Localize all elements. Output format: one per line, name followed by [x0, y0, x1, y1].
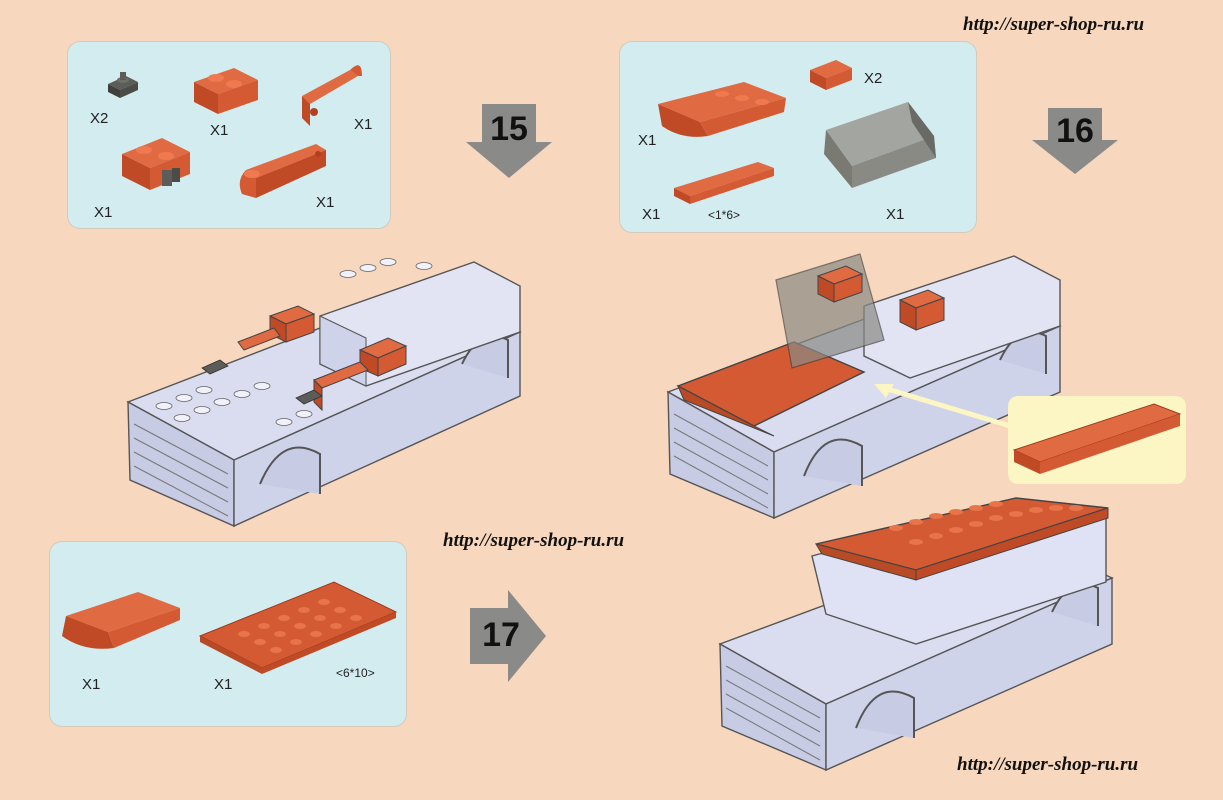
right-arrow-icon: [470, 590, 546, 682]
qty-label: X1: [214, 676, 233, 693]
step-17-arrow: 17: [470, 590, 546, 682]
down-arrow-icon: [1032, 108, 1118, 174]
step-number: 17: [482, 616, 520, 654]
qty-label: X1: [638, 132, 657, 149]
step-16-parts-panel: X1 X2 X1 <1*6> X1: [620, 42, 976, 232]
watermark-bottom: http://super-shop-ru.ru: [957, 754, 1139, 775]
qty-label: X2: [864, 70, 883, 87]
qty-label: X1: [886, 206, 905, 223]
down-arrow-icon: [466, 104, 552, 178]
watermark-middle: http://super-shop-ru.ru: [443, 530, 625, 551]
qty-label: X2: [90, 110, 109, 127]
clip-plate-brick: [108, 72, 138, 98]
dimension-label: <1*6>: [708, 208, 741, 222]
windscreen-trans-black: [824, 102, 936, 188]
plate-6x10-red: [198, 581, 398, 674]
curved-slope-brick: [302, 65, 362, 126]
plate-1x6-red: [1012, 403, 1182, 474]
step-16-arrow: 16: [1030, 108, 1120, 174]
callout-pointer-arrow: [874, 384, 1011, 429]
step-17-truck-model: [718, 497, 1114, 772]
qty-label: X1: [354, 116, 373, 133]
plate-callout-box: [1008, 396, 1186, 484]
brick-1x2-red: [194, 68, 258, 114]
qty-label: X1: [82, 676, 101, 693]
qty-label: X1: [316, 194, 335, 211]
dimension-label: <6*10>: [336, 666, 375, 680]
curved-slope-brick: [239, 144, 326, 198]
step-16-truck-model: [666, 253, 1062, 520]
step-number: 15: [490, 110, 528, 148]
qty-label: X1: [94, 204, 113, 221]
qty-label: X1: [210, 122, 229, 139]
curved-slope-4x6-red: [62, 592, 180, 649]
step-17-parts-panel: X1 X1 <6*10>: [50, 542, 406, 726]
plate-1x6-red: [674, 162, 774, 204]
step-15-truck-model: [126, 258, 522, 528]
brick-1x2-red: [810, 60, 852, 90]
brick-with-clip-red: [122, 138, 190, 190]
step-15-arrow: 15: [464, 104, 554, 178]
watermark-top: http://super-shop-ru.ru: [963, 14, 1145, 35]
step-15-parts-panel: X2 X1 X1 X1 X1: [68, 42, 390, 228]
curved-slope-4x6-red: [658, 82, 786, 137]
qty-label: X1: [642, 206, 661, 223]
step-number: 16: [1056, 112, 1094, 150]
